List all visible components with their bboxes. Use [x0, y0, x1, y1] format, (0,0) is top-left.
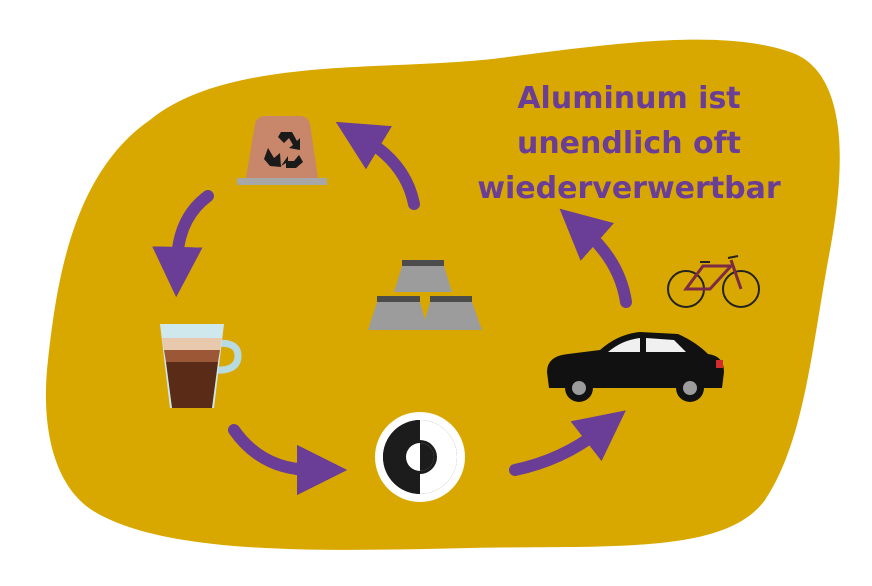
recycling-capsule-icon — [237, 116, 327, 185]
background-blob — [45, 39, 840, 550]
headline-line-1: Aluminum ist — [517, 81, 741, 116]
coffee-glass-icon — [160, 324, 242, 408]
headline: Aluminum ist unendlich oft wiederverwert… — [470, 76, 788, 211]
arrow-capsule-to-glass-icon — [152, 190, 214, 298]
arrow-bars-to-capsule-icon — [335, 121, 420, 210]
cycle-arrows — [152, 121, 632, 496]
car-icon — [547, 332, 724, 402]
headline-line-3: wiederverwertbar — [477, 171, 781, 206]
green-dot-recycling-icon — [375, 412, 465, 502]
arrow-greendot-to-car-icon — [509, 410, 626, 476]
bicycle-icon — [667, 255, 760, 308]
headline-line-2: unendlich oft — [516, 126, 742, 161]
arrow-glass-to-greendot-icon — [228, 424, 348, 496]
aluminium-bars-icon — [368, 260, 482, 330]
arrow-car-upward-icon — [559, 208, 632, 308]
